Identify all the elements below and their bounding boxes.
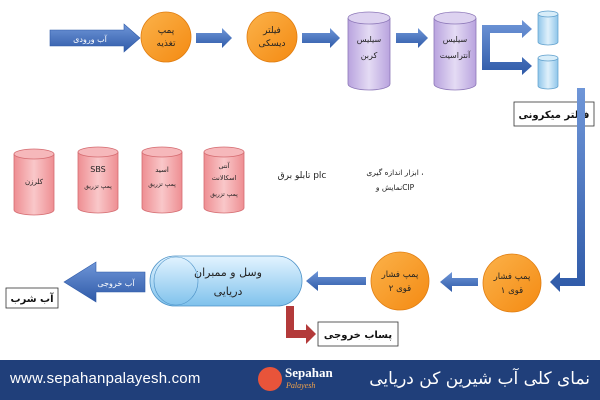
tank-4-line3: پمپ تزریق: [210, 191, 238, 198]
footer-bar: www.sepahanpalayesh.com Sepahan Palayesh…: [0, 360, 600, 400]
inlet-arrow: آب ورودی: [49, 23, 141, 53]
micro-filter-lower: [537, 54, 559, 90]
feed-pump-line2: تغذیه: [157, 39, 176, 49]
arrow-hp2-to-membrane: [306, 271, 366, 291]
carbon-silica-filter: سیلیس کربن: [347, 11, 391, 91]
disc-filter: فیلتر دیسکی: [246, 11, 298, 63]
arrow-pump-to-disc: [196, 28, 232, 48]
tank-acid: اسید پمپ تزریق: [141, 146, 183, 214]
arrow-carbon-to-anthracite: [396, 28, 428, 48]
drinking-water-label: آب شرب: [10, 292, 54, 305]
plc-panel-label: تابلو برق plc: [278, 171, 327, 181]
hp-pump-1-line2: قوی ۱: [501, 286, 523, 296]
inlet-label: آب ورودی: [73, 34, 107, 44]
hp-pump-2-line2: قوی ۲: [389, 284, 411, 294]
tank-4-line1: آنتی: [219, 161, 231, 170]
company-logo: Sepahan Palayesh: [258, 364, 348, 396]
disc-filter-line1: فیلتر: [262, 26, 281, 36]
reject-arrow: [286, 306, 316, 344]
anthracite-silica-filter: سیلیس آنتراسیت: [433, 11, 477, 91]
arrow-hp1-to-hp2: [440, 272, 478, 292]
tank-2-line1: SBS: [90, 165, 106, 174]
hp-pump-1-line1: پمپ فشار: [493, 272, 531, 282]
footer-title: نمای کلی آب شیرین کن دریایی: [369, 369, 590, 389]
tank-3-line2: پمپ تزریق: [148, 181, 176, 188]
micro-filter-upper: [537, 10, 559, 46]
arrow-disc-to-carbon: [302, 28, 340, 48]
disc-filter-line2: دیسکی: [258, 39, 285, 49]
logo-subtitle: Palayesh: [286, 381, 316, 390]
reject-label: پساب خروجی: [324, 330, 392, 341]
tank-1-line1: کلرزن: [25, 178, 44, 186]
high-pressure-pump-1: پمپ فشار قوی ۱: [482, 253, 542, 313]
footer-url[interactable]: www.sepahanpalayesh.com: [10, 370, 201, 387]
hp-pump-2-line1: پمپ فشار: [381, 270, 419, 280]
high-pressure-pump-2: پمپ فشار قوی ۲: [370, 251, 430, 311]
tank-sbs: SBS پمپ تزریق: [77, 146, 119, 214]
micro-filter-label: فیلتر میکرونی: [519, 110, 590, 121]
instrument-label-line2: نمایش وCIP: [375, 183, 415, 192]
outlet-arrow: آب خروجی: [63, 261, 146, 303]
tank-4-line2: اسکالانت: [212, 174, 237, 182]
tank-3-line1: اسید: [155, 166, 169, 174]
membrane-line1: وسل و ممبران: [194, 266, 262, 279]
desalination-process-diagram: آب ورودی پمپ تغذیه فیلتر دیسکی سیلیس کرب…: [5, 10, 595, 347]
instrument-label-line1: ابزار اندازه گیری ،: [366, 168, 423, 177]
membrane-vessel: وسل و ممبران دریایی: [149, 255, 303, 307]
tank-2-line2: پمپ تزریق: [84, 183, 112, 190]
carbon-silica-line2: کربن: [361, 51, 378, 60]
arrow-micro-to-hp-pump-1: [550, 88, 585, 292]
tank-chlorinator: کلرزن: [13, 148, 55, 216]
logo-name: Sepahan: [285, 365, 333, 380]
logo-mark-icon: [258, 367, 282, 391]
outlet-label: آب خروجی: [97, 278, 135, 288]
tank-antiscalant: آنتی اسکالانت پمپ تزریق: [203, 146, 245, 214]
drinking-water-box: آب شرب: [5, 287, 59, 309]
carbon-silica-line1: سیلیس: [357, 35, 382, 44]
feed-pump: پمپ تغذیه: [140, 11, 192, 63]
reject-label-box: پساب خروجی: [317, 321, 399, 347]
anthracite-silica-line2: آنتراسیت: [440, 50, 471, 60]
membrane-line2: دریایی: [214, 285, 243, 298]
anthracite-silica-line1: سیلیس: [443, 35, 468, 44]
arrow-to-micro-filters: [482, 20, 532, 75]
feed-pump-line1: پمپ: [158, 26, 175, 36]
